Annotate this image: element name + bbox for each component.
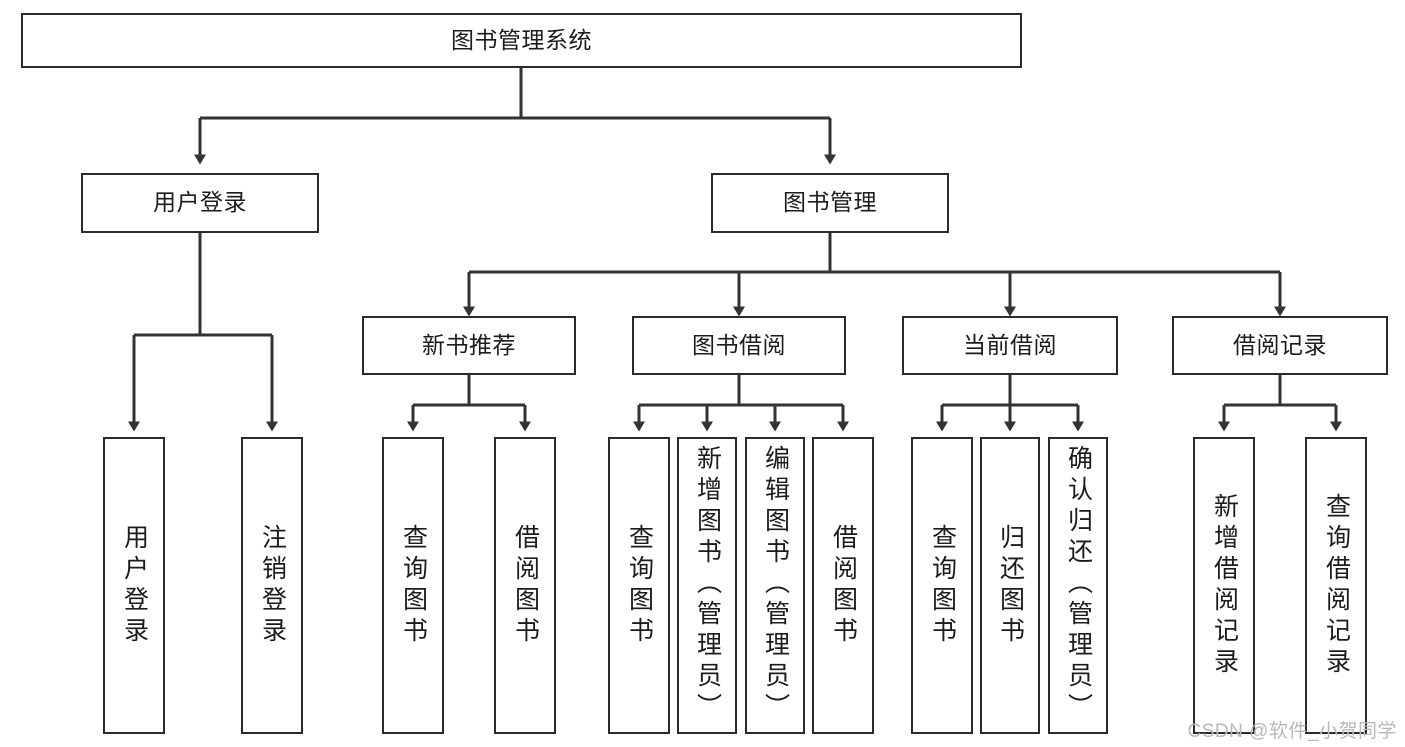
node-root-system[interactable]: 图书管理系统 [21,13,1022,68]
node-current-borrow[interactable]: 当前借阅 [902,316,1118,375]
node-leaf-return-book[interactable]: 归还图书 [980,437,1040,734]
node-new-book-recommend[interactable]: 新书推荐 [362,316,576,375]
node-leaf-logout[interactable]: 注销登录 [241,437,303,734]
node-label: 用户登录 [120,523,149,648]
node-leaf-confirm-return-admin[interactable]: 确认归还（管理员） [1048,437,1108,734]
node-user-login[interactable]: 用户登录 [81,173,319,233]
node-label: 查询图书 [399,523,428,648]
node-label: 确认归还（管理员） [1064,445,1093,724]
node-borrow-record[interactable]: 借阅记录 [1172,316,1388,375]
node-leaf-borrow-book-2[interactable]: 借阅图书 [812,437,874,734]
node-label: 借阅记录 [1233,331,1327,358]
node-label: 查询借阅记录 [1322,492,1351,679]
node-leaf-query-book-3[interactable]: 查询图书 [911,437,973,734]
node-label: 新增借阅记录 [1210,492,1239,679]
node-label: 图书借阅 [692,331,786,358]
node-label: 归还图书 [996,523,1025,648]
node-book-management[interactable]: 图书管理 [711,173,949,233]
node-label: 当前借阅 [963,331,1057,358]
node-label: 新增图书（管理员） [693,445,722,724]
node-label: 注销登录 [258,523,287,648]
node-label: 图书管理 [783,189,877,216]
node-leaf-add-book-admin[interactable]: 新增图书（管理员） [677,437,737,734]
node-label: 查询图书 [928,523,957,648]
node-label: 编辑图书（管理员） [761,445,790,724]
node-leaf-query-book-2[interactable]: 查询图书 [608,437,670,734]
csdn-watermark: CSDN @软件_小贺同学 [1187,721,1397,742]
node-label: 图书管理系统 [451,26,592,53]
node-label: 查询图书 [625,523,654,648]
node-label: 借阅图书 [829,523,858,648]
node-leaf-add-borrow-record[interactable]: 新增借阅记录 [1193,437,1255,734]
node-label: 新书推荐 [422,331,516,358]
node-label: 借阅图书 [511,523,540,648]
node-leaf-borrow-book-1[interactable]: 借阅图书 [494,437,556,734]
node-leaf-query-borrow-record[interactable]: 查询借阅记录 [1305,437,1367,734]
node-leaf-user-login[interactable]: 用户登录 [103,437,165,734]
node-label: 用户登录 [153,189,247,216]
node-leaf-edit-book-admin[interactable]: 编辑图书（管理员） [745,437,805,734]
node-book-borrow[interactable]: 图书借阅 [632,316,846,375]
node-leaf-query-book-1[interactable]: 查询图书 [382,437,444,734]
